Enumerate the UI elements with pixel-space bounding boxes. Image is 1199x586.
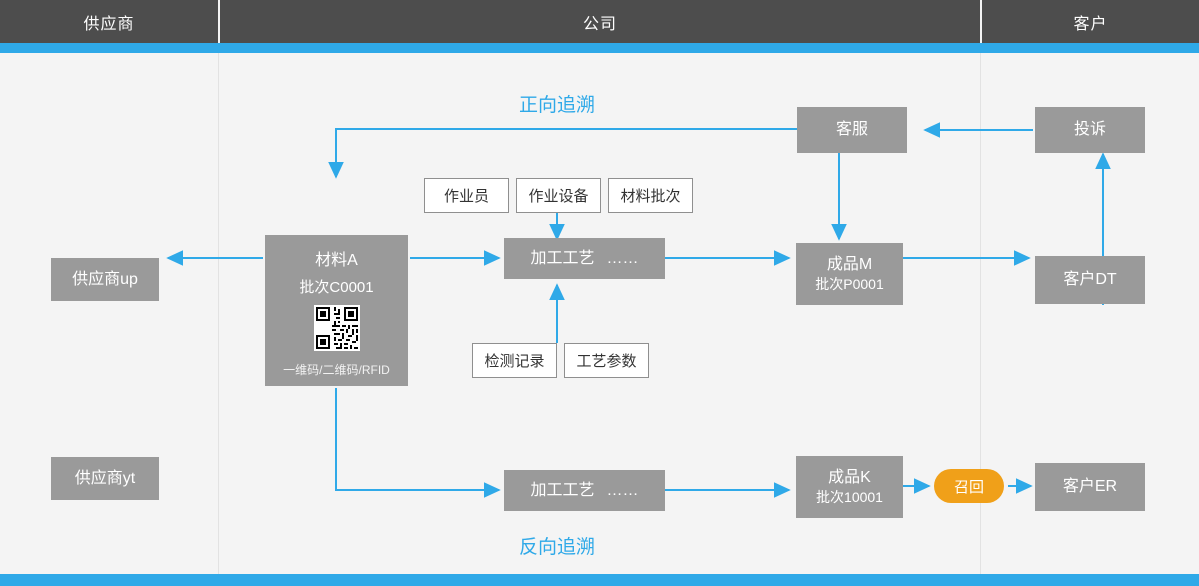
node-product-k-batch: 批次10001 [816, 489, 883, 506]
node-process-bottom-label: 加工工艺 [530, 481, 595, 499]
column-divider-right [980, 53, 981, 574]
attr-process-parameter-label: 工艺参数 [576, 353, 637, 370]
attr-inspection-record-label: 检测记录 [484, 353, 545, 370]
header-column-supplier-label: 供应商 [83, 15, 135, 33]
node-supplier-up-label: 供应商up [72, 270, 138, 288]
attr-operator[interactable]: 作业员 [424, 178, 509, 213]
node-supplier-yt[interactable]: 供应商yt [51, 457, 159, 500]
badge-recall-label: 召回 [953, 478, 984, 496]
node-supplier-up[interactable]: 供应商up [51, 258, 159, 301]
node-process-bottom[interactable]: 加工工艺 …… [504, 470, 665, 511]
header-column-supplier: 供应商 [0, 0, 218, 52]
node-customer-dt-label: 客户DT [1063, 271, 1117, 289]
node-material-a-batch: 批次C0001 [299, 279, 374, 296]
node-material-a-codes: 一维码/二维码/RFID [283, 363, 390, 377]
node-customer-service-label: 客服 [835, 121, 868, 139]
node-complaint-label: 投诉 [1073, 121, 1106, 139]
attr-equipment-label: 作业设备 [528, 188, 589, 205]
badge-recall[interactable]: 召回 [934, 469, 1004, 503]
attr-inspection-record[interactable]: 检测记录 [472, 343, 557, 378]
node-process-top-dots: …… [606, 249, 639, 267]
node-product-m-batch: 批次P0001 [815, 276, 884, 293]
node-material-a[interactable]: 材料A 批次C0001 [265, 235, 408, 386]
qr-code-icon [313, 305, 360, 351]
top-accent-bar [0, 43, 1199, 53]
node-customer-service[interactable]: 客服 [797, 107, 907, 153]
node-complaint[interactable]: 投诉 [1035, 107, 1145, 153]
header-column-company-label: 公司 [582, 15, 617, 33]
node-product-m-name: 成品M [826, 255, 873, 273]
node-product-m[interactable]: 成品M 批次P0001 [796, 243, 903, 305]
node-customer-er-label: 客户ER [1062, 478, 1118, 496]
node-customer-er[interactable]: 客户ER [1035, 463, 1145, 511]
node-process-top-label: 加工工艺 [530, 249, 595, 267]
attr-material-batch[interactable]: 材料批次 [608, 178, 693, 213]
header-column-customer-label: 客户 [1073, 15, 1108, 33]
node-process-bottom-dots: …… [606, 481, 639, 499]
node-process-top[interactable]: 加工工艺 …… [504, 238, 665, 279]
node-material-a-name: 材料A [315, 252, 358, 269]
node-product-k-name: 成品K [828, 468, 871, 486]
attr-operator-label: 作业员 [443, 188, 489, 205]
header-column-company: 公司 [220, 0, 980, 52]
bottom-accent-bar [0, 574, 1199, 586]
node-supplier-yt-label: 供应商yt [74, 469, 136, 487]
attr-material-batch-label: 材料批次 [620, 188, 681, 205]
column-divider-left [218, 53, 219, 574]
diagram-canvas: 正向追溯 反向追溯 供应商up 供应商yt 材料A 批次C0001 [0, 53, 1199, 574]
header-bar: 供应商 公司 客户 [0, 0, 1199, 52]
node-customer-dt[interactable]: 客户DT [1035, 256, 1145, 304]
caption-reverse-trace: 反向追溯 [519, 537, 596, 558]
attr-equipment[interactable]: 作业设备 [516, 178, 601, 213]
caption-forward-trace: 正向追溯 [519, 95, 596, 116]
header-column-customer: 客户 [982, 0, 1199, 52]
attr-process-parameter[interactable]: 工艺参数 [564, 343, 649, 378]
node-product-k[interactable]: 成品K 批次10001 [796, 456, 903, 518]
